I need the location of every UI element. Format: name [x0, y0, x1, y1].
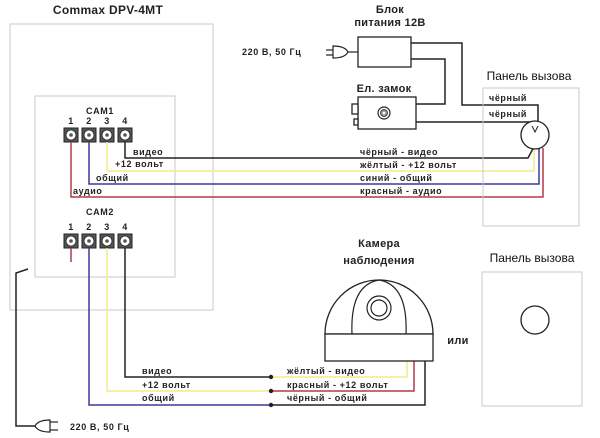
camera-wire-red — [270, 361, 415, 392]
screw-terminal — [63, 127, 79, 143]
cam2-label: CAM2 — [86, 207, 114, 217]
wire-lock-panel — [416, 121, 533, 126]
terminal-number: 3 — [104, 222, 110, 232]
wire-blue-common — [88, 142, 540, 185]
screw-terminal — [117, 233, 133, 249]
terminal-block-box — [34, 95, 176, 278]
screw-terminal — [63, 233, 79, 249]
lock-icon — [351, 96, 417, 130]
junction-dot — [268, 388, 274, 394]
monitor-power-label: 220 В, 50 Гц — [70, 422, 129, 432]
terminal-number: 4 — [122, 116, 128, 126]
monitor-box — [9, 23, 214, 311]
terminal-number: 2 — [86, 116, 92, 126]
power-supply-title-2: питания 12В — [354, 17, 425, 29]
cable-label-black-video: чёрный - видео — [360, 147, 438, 157]
monitor-plug-icon — [34, 419, 58, 433]
monitor-power-cord — [15, 268, 35, 427]
cam2-wire-label-video: видео — [142, 366, 172, 376]
camera-title-2: наблюдения — [343, 255, 414, 267]
terminal-number: 3 — [104, 116, 110, 126]
junction-dot — [268, 402, 274, 408]
terminal-number: 2 — [86, 222, 92, 232]
call-panel-wire-label-2: чёрный — [489, 109, 527, 119]
call-panel-1-camera-icon — [520, 120, 550, 150]
cable-label-red-audio: красный - аудио — [360, 186, 442, 196]
screw-terminal — [81, 233, 97, 249]
power-supply-input-label: 220 В, 50 Гц — [242, 47, 301, 57]
wire-red-audio — [70, 142, 544, 198]
cam1-label: CAM1 — [86, 106, 114, 116]
cam1-wire-label-audio: аудио — [73, 186, 103, 196]
terminal-number: 1 — [68, 222, 74, 232]
screw-terminal — [99, 127, 115, 143]
cam2-terminals — [63, 233, 133, 249]
lock-title: Ел. замок — [357, 83, 412, 95]
camera-cable-label-red-12v: красный - +12 вольт — [287, 380, 388, 390]
call-panel-wire-label-1: чёрный — [489, 93, 527, 103]
cam1-wire-label-video: видео — [133, 147, 163, 157]
camera-title-1: Камера — [358, 238, 400, 250]
terminal-number: 1 — [68, 116, 74, 126]
cable-label-blue-common: синий - общий — [360, 173, 433, 183]
cam2-wire-label-12v: +12 вольт — [142, 380, 191, 390]
power-supply-title-1: Блок — [376, 4, 404, 16]
call-panel-1-box — [482, 87, 580, 227]
screw-terminal — [99, 233, 115, 249]
or-label: или — [447, 335, 468, 347]
screw-terminal — [81, 127, 97, 143]
plug-icon — [326, 45, 358, 59]
power-supply-box — [357, 36, 412, 68]
cam2-wire-yellow-12v — [106, 248, 270, 392]
monitor-title: Commax DPV-4MT — [53, 3, 164, 17]
cable-label-yellow-12v: жёлтый - +12 вольт — [359, 160, 457, 170]
call-panel-2-box — [481, 271, 583, 407]
cam1-terminal-numbers: 1 2 3 4 — [68, 116, 128, 126]
cam2-terminal-numbers: 1 2 3 4 — [68, 222, 128, 232]
call-panel-1-title: Панель вызова — [487, 69, 572, 83]
junction-dot — [268, 374, 274, 380]
screw-terminal — [117, 127, 133, 143]
cam1-terminals — [63, 127, 133, 143]
wire-psu-panel — [411, 42, 539, 126]
cam2-wire-black-video — [124, 248, 270, 378]
call-panel-2-camera-icon — [520, 305, 550, 335]
camera-cable-label-black-common: чёрный - общий — [287, 393, 368, 403]
camera-cable-label-yellow-video: жёлтый - видео — [286, 366, 365, 376]
call-panel-2-title: Панель вызова — [490, 251, 575, 265]
dome-camera-icon — [324, 279, 434, 362]
cam2-wire-blue-common — [88, 248, 270, 406]
wire-black-video — [124, 142, 537, 159]
cam2-wire-label-common: общий — [142, 393, 175, 403]
wire-yellow-12v — [106, 142, 535, 172]
wire-psu-lock — [411, 58, 446, 105]
camera-wire-black — [270, 361, 426, 406]
cam1-wire-label-common: общий — [96, 173, 129, 183]
terminal-number: 4 — [122, 222, 128, 232]
cam1-wire-label-12v: +12 вольт — [115, 159, 164, 169]
call-panel-1-connector — [531, 125, 539, 134]
